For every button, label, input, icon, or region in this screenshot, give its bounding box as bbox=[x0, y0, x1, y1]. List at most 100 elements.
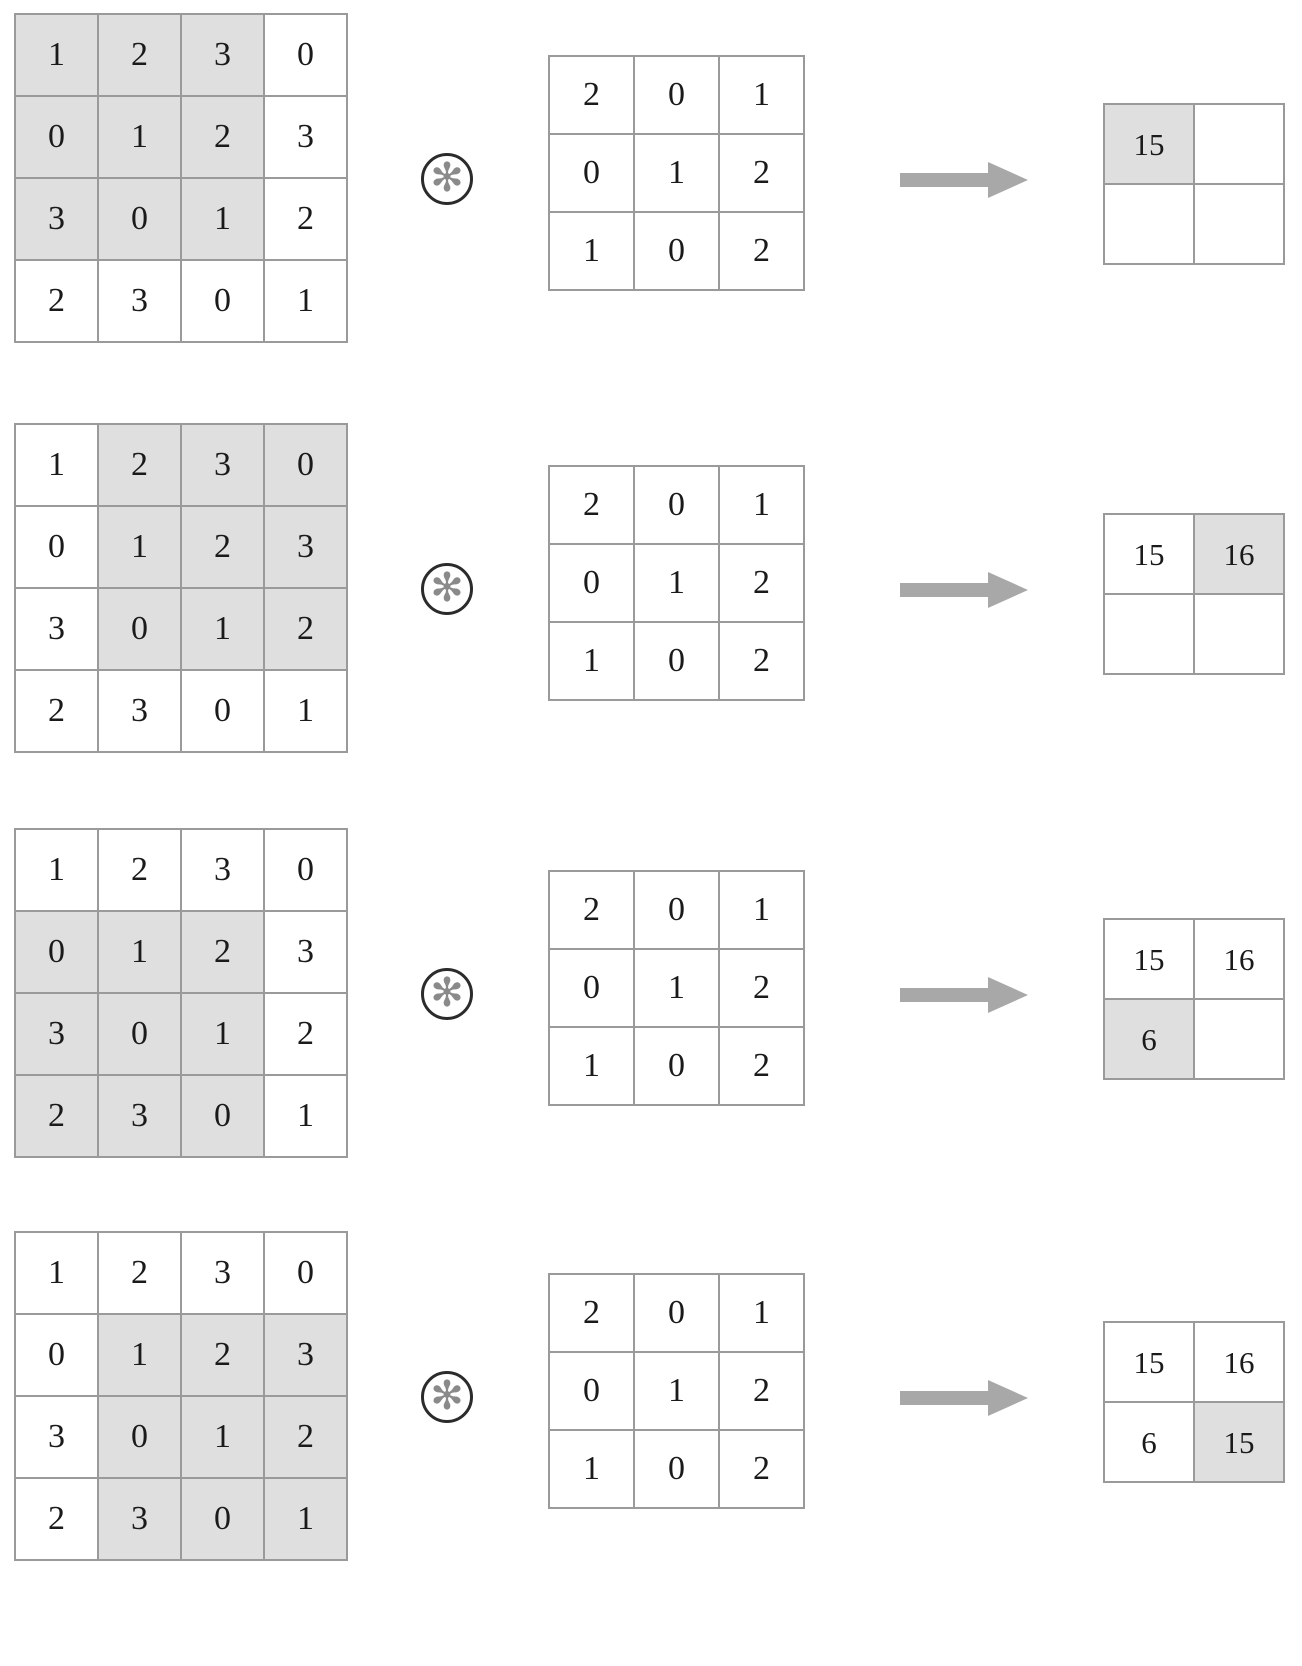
asterisk-icon: ✻ bbox=[430, 155, 464, 200]
kernel-cell-r1-c1: 1 bbox=[635, 950, 720, 1028]
arrow-right-icon bbox=[900, 158, 1032, 202]
kernel-cell-r0-c1: 0 bbox=[635, 57, 720, 135]
input-cell-r3-c1: 3 bbox=[99, 261, 182, 343]
input-cell-r3-c3: 1 bbox=[265, 261, 348, 343]
input-cell-r1-c0: 0 bbox=[16, 912, 99, 994]
kernel-cell-r2-c0: 1 bbox=[550, 1028, 635, 1106]
input-cell-r0-c2: 3 bbox=[182, 830, 265, 912]
input-cell-r0-c2: 3 bbox=[182, 425, 265, 507]
input-cell-r0-c1: 2 bbox=[99, 425, 182, 507]
kernel-cell-r2-c2: 2 bbox=[720, 1431, 805, 1509]
input-cell-r2-c3: 2 bbox=[265, 994, 348, 1076]
output-cell-r1-c1 bbox=[1195, 1000, 1285, 1080]
input-cell-r0-c3: 0 bbox=[265, 1233, 348, 1315]
kernel-cell-r2-c1: 0 bbox=[635, 1431, 720, 1509]
input-cell-r2-c2: 1 bbox=[182, 589, 265, 671]
input-cell-r2-c0: 3 bbox=[16, 179, 99, 261]
output-cell-r0-c0: 15 bbox=[1105, 105, 1195, 185]
input-cell-r0-c1: 2 bbox=[99, 15, 182, 97]
input-cell-r3-c2: 0 bbox=[182, 261, 265, 343]
input-cell-r2-c3: 2 bbox=[265, 179, 348, 261]
output-cell-r1-c0 bbox=[1105, 185, 1195, 265]
kernel-cell-r1-c0: 0 bbox=[550, 545, 635, 623]
kernel-cell-r2-c0: 1 bbox=[550, 1431, 635, 1509]
input-cell-r0-c3: 0 bbox=[265, 830, 348, 912]
kernel-cell-r0-c1: 0 bbox=[635, 1275, 720, 1353]
kernel-cell-r0-c0: 2 bbox=[550, 872, 635, 950]
input-cell-r0-c3: 0 bbox=[265, 425, 348, 507]
convolution-operator-icon: ✻ bbox=[421, 153, 473, 205]
input-cell-r0-c0: 1 bbox=[16, 15, 99, 97]
input-cell-r3-c0: 2 bbox=[16, 671, 99, 753]
input-cell-r1-c3: 3 bbox=[265, 507, 348, 589]
output-cell-r1-c0 bbox=[1105, 595, 1195, 675]
input-cell-r2-c1: 0 bbox=[99, 1397, 182, 1479]
output-cell-r0-c1: 16 bbox=[1195, 920, 1285, 1000]
input-cell-r3-c3: 1 bbox=[265, 1076, 348, 1158]
kernel-cell-r0-c2: 1 bbox=[720, 57, 805, 135]
output-cell-r0-c1 bbox=[1195, 105, 1285, 185]
input-cell-r3-c1: 3 bbox=[99, 671, 182, 753]
input-cell-r3-c0: 2 bbox=[16, 261, 99, 343]
kernel-cell-r1-c2: 2 bbox=[720, 950, 805, 1028]
kernel-cell-r0-c0: 2 bbox=[550, 467, 635, 545]
kernel-cell-r1-c1: 1 bbox=[635, 135, 720, 213]
kernel-cell-r0-c2: 1 bbox=[720, 467, 805, 545]
input-cell-r3-c1: 3 bbox=[99, 1479, 182, 1561]
kernel-cell-r1-c0: 0 bbox=[550, 1353, 635, 1431]
kernel-cell-r0-c1: 0 bbox=[635, 467, 720, 545]
kernel-cell-r0-c0: 2 bbox=[550, 57, 635, 135]
input-cell-r1-c1: 1 bbox=[99, 1315, 182, 1397]
arrow-right-icon bbox=[900, 973, 1032, 1017]
input-cell-r3-c2: 0 bbox=[182, 1076, 265, 1158]
input-cell-r2-c0: 3 bbox=[16, 1397, 99, 1479]
output-cell-r1-c0: 6 bbox=[1105, 1000, 1195, 1080]
output-matrix-step-1: 15 bbox=[1103, 103, 1285, 265]
input-cell-r0-c2: 3 bbox=[182, 15, 265, 97]
input-cell-r2-c0: 3 bbox=[16, 994, 99, 1076]
input-cell-r1-c3: 3 bbox=[265, 912, 348, 994]
output-cell-r0-c0: 15 bbox=[1105, 515, 1195, 595]
asterisk-icon: ✻ bbox=[430, 1373, 464, 1418]
input-cell-r3-c3: 1 bbox=[265, 671, 348, 753]
asterisk-icon: ✻ bbox=[430, 970, 464, 1015]
input-cell-r1-c0: 0 bbox=[16, 1315, 99, 1397]
convolution-operator-icon: ✻ bbox=[421, 563, 473, 615]
kernel-cell-r2-c2: 2 bbox=[720, 1028, 805, 1106]
convolution-operator-icon: ✻ bbox=[421, 968, 473, 1020]
output-cell-r1-c1 bbox=[1195, 595, 1285, 675]
input-cell-r0-c0: 1 bbox=[16, 1233, 99, 1315]
kernel-cell-r0-c2: 1 bbox=[720, 872, 805, 950]
kernel-cell-r0-c1: 0 bbox=[635, 872, 720, 950]
input-cell-r1-c0: 0 bbox=[16, 507, 99, 589]
input-cell-r2-c1: 0 bbox=[99, 994, 182, 1076]
kernel-cell-r1-c2: 2 bbox=[720, 1353, 805, 1431]
kernel-cell-r1-c0: 0 bbox=[550, 135, 635, 213]
input-cell-r0-c1: 2 bbox=[99, 1233, 182, 1315]
input-cell-r2-c2: 1 bbox=[182, 1397, 265, 1479]
output-cell-r1-c0: 6 bbox=[1105, 1403, 1195, 1483]
kernel-cell-r2-c1: 0 bbox=[635, 213, 720, 291]
input-cell-r1-c1: 1 bbox=[99, 97, 182, 179]
output-cell-r1-c1 bbox=[1195, 185, 1285, 265]
input-cell-r2-c3: 2 bbox=[265, 589, 348, 671]
arrow-right-icon bbox=[900, 1376, 1032, 1420]
kernel-cell-r2-c1: 0 bbox=[635, 623, 720, 701]
input-cell-r1-c1: 1 bbox=[99, 912, 182, 994]
input-cell-r1-c2: 2 bbox=[182, 1315, 265, 1397]
output-cell-r1-c1: 15 bbox=[1195, 1403, 1285, 1483]
output-cell-r0-c1: 16 bbox=[1195, 515, 1285, 595]
input-cell-r1-c2: 2 bbox=[182, 912, 265, 994]
kernel-cell-r1-c2: 2 bbox=[720, 545, 805, 623]
